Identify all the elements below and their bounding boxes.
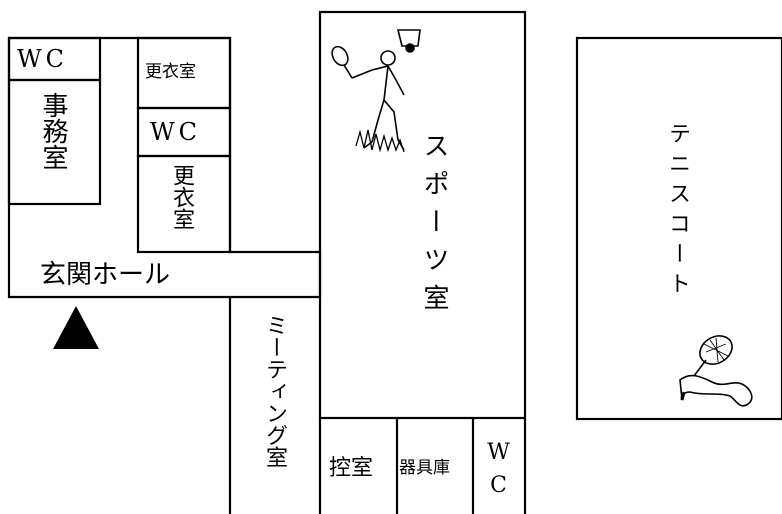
- wc-middle-label: WC: [150, 118, 202, 146]
- changing-room-2-wall: [136, 154, 232, 254]
- tennis-court-wall: [575, 36, 782, 421]
- equipment-room-label: 器具庫: [399, 458, 450, 478]
- sports-room-wall: [318, 10, 527, 420]
- entrance-hall-label: 玄関ホール: [40, 260, 171, 290]
- tennis-racket-icon: [679, 335, 753, 407]
- wc-top-left-label: WC: [17, 45, 69, 73]
- office-label: 事務室: [38, 92, 68, 170]
- bottom-rooms-wall: [318, 418, 527, 514]
- office-wall: [7, 78, 102, 206]
- wc-bottom-label: WC: [486, 440, 511, 506]
- entrance-triangle-icon: [53, 306, 99, 349]
- waiting-room-label: 控室: [329, 456, 374, 481]
- walls: [7, 10, 782, 514]
- tennis-court-label: テニスコート: [665, 122, 690, 302]
- changing-room-2-label: 更衣室: [169, 164, 194, 230]
- meeting-room-label: ミーティング室: [262, 314, 287, 468]
- badminton-player-icon: [331, 29, 421, 153]
- sports-room-label: スポーツ室: [419, 132, 449, 322]
- changing-room-1-label: 更衣室: [145, 62, 196, 82]
